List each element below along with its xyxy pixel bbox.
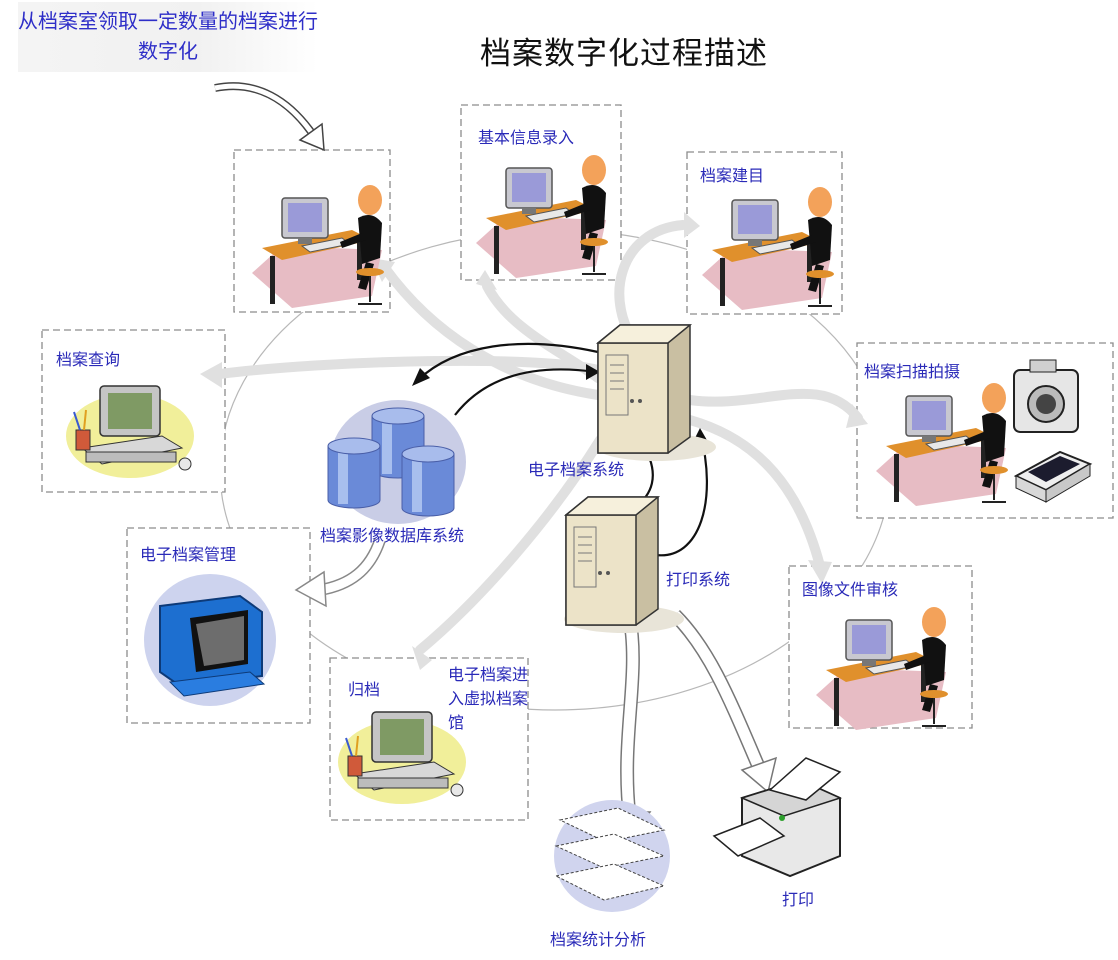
- box-label-archive: 归档: [348, 680, 381, 699]
- label-stats: 档案统计分析: [550, 930, 647, 949]
- scanner-icon: [1013, 450, 1093, 503]
- label-eas: 电子档案系统: [528, 460, 625, 479]
- note-arrowhead: [298, 122, 325, 152]
- db-mgmt-arrowhead: [294, 570, 327, 608]
- box-label-review: 图像文件审核: [802, 580, 899, 599]
- stats-arrow: [621, 619, 639, 821]
- label-db: 档案影像数据库系统: [320, 526, 465, 545]
- box-label-scan: 档案扫描拍摄: [864, 362, 961, 381]
- server-icon: [563, 496, 685, 634]
- db-mgmt-arrow: [319, 538, 385, 595]
- label-print: 打印: [782, 890, 815, 909]
- printer-arrow: [671, 611, 766, 773]
- camera-icon: [1013, 359, 1079, 433]
- start-note: 从档案室领取一定数量的档案进行数字化: [18, 2, 318, 72]
- printer-icon: [712, 757, 843, 878]
- box-label-build-catalog: 档案建目: [700, 166, 765, 185]
- database-icon: [327, 400, 466, 524]
- label-print-system: 打印系统: [666, 570, 731, 589]
- paper-stack-icon: [554, 800, 670, 912]
- flow-arrows: [215, 220, 863, 655]
- box-label-basic-info: 基本信息录入: [478, 128, 575, 147]
- note-arrow: [214, 83, 321, 144]
- page-title: 档案数字化过程描述: [480, 36, 768, 72]
- monitor-icon: [144, 574, 276, 706]
- server-icon: [595, 324, 717, 462]
- box-label-virtual: 电子档案进入虚拟档案馆: [448, 665, 529, 732]
- box-label-mgmt: 电子档案管理: [140, 545, 237, 564]
- box-label-query: 档案查询: [56, 350, 121, 369]
- printer-arrowhead: [740, 756, 778, 794]
